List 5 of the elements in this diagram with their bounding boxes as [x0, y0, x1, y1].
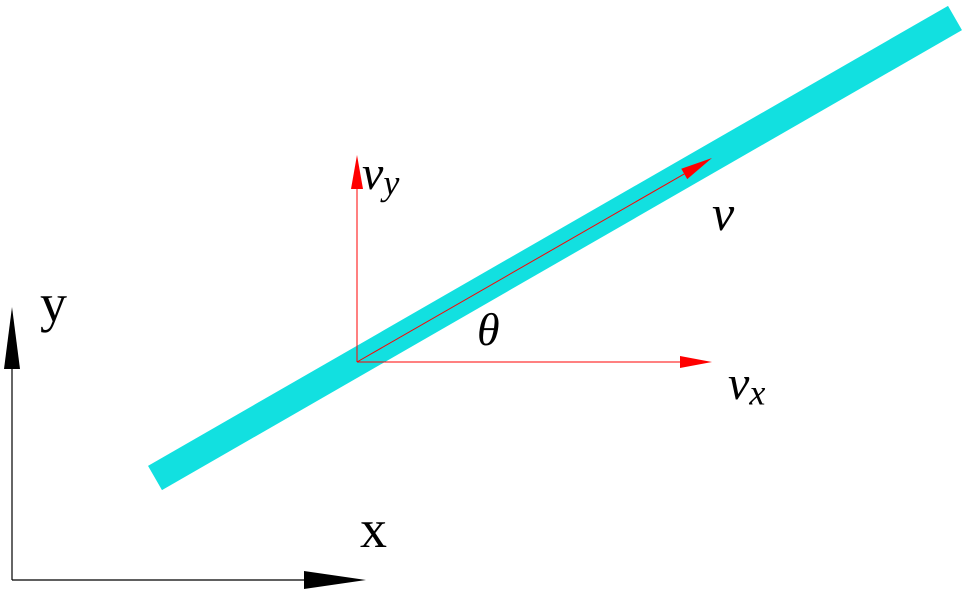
velocity-component-label: v$_{x}$	[728, 360, 766, 410]
axis-label: x	[360, 502, 387, 556]
angle-label: θ	[477, 307, 500, 353]
velocity-label: v	[712, 188, 734, 238]
velocity-component-label: v$_{y}$	[362, 150, 400, 200]
